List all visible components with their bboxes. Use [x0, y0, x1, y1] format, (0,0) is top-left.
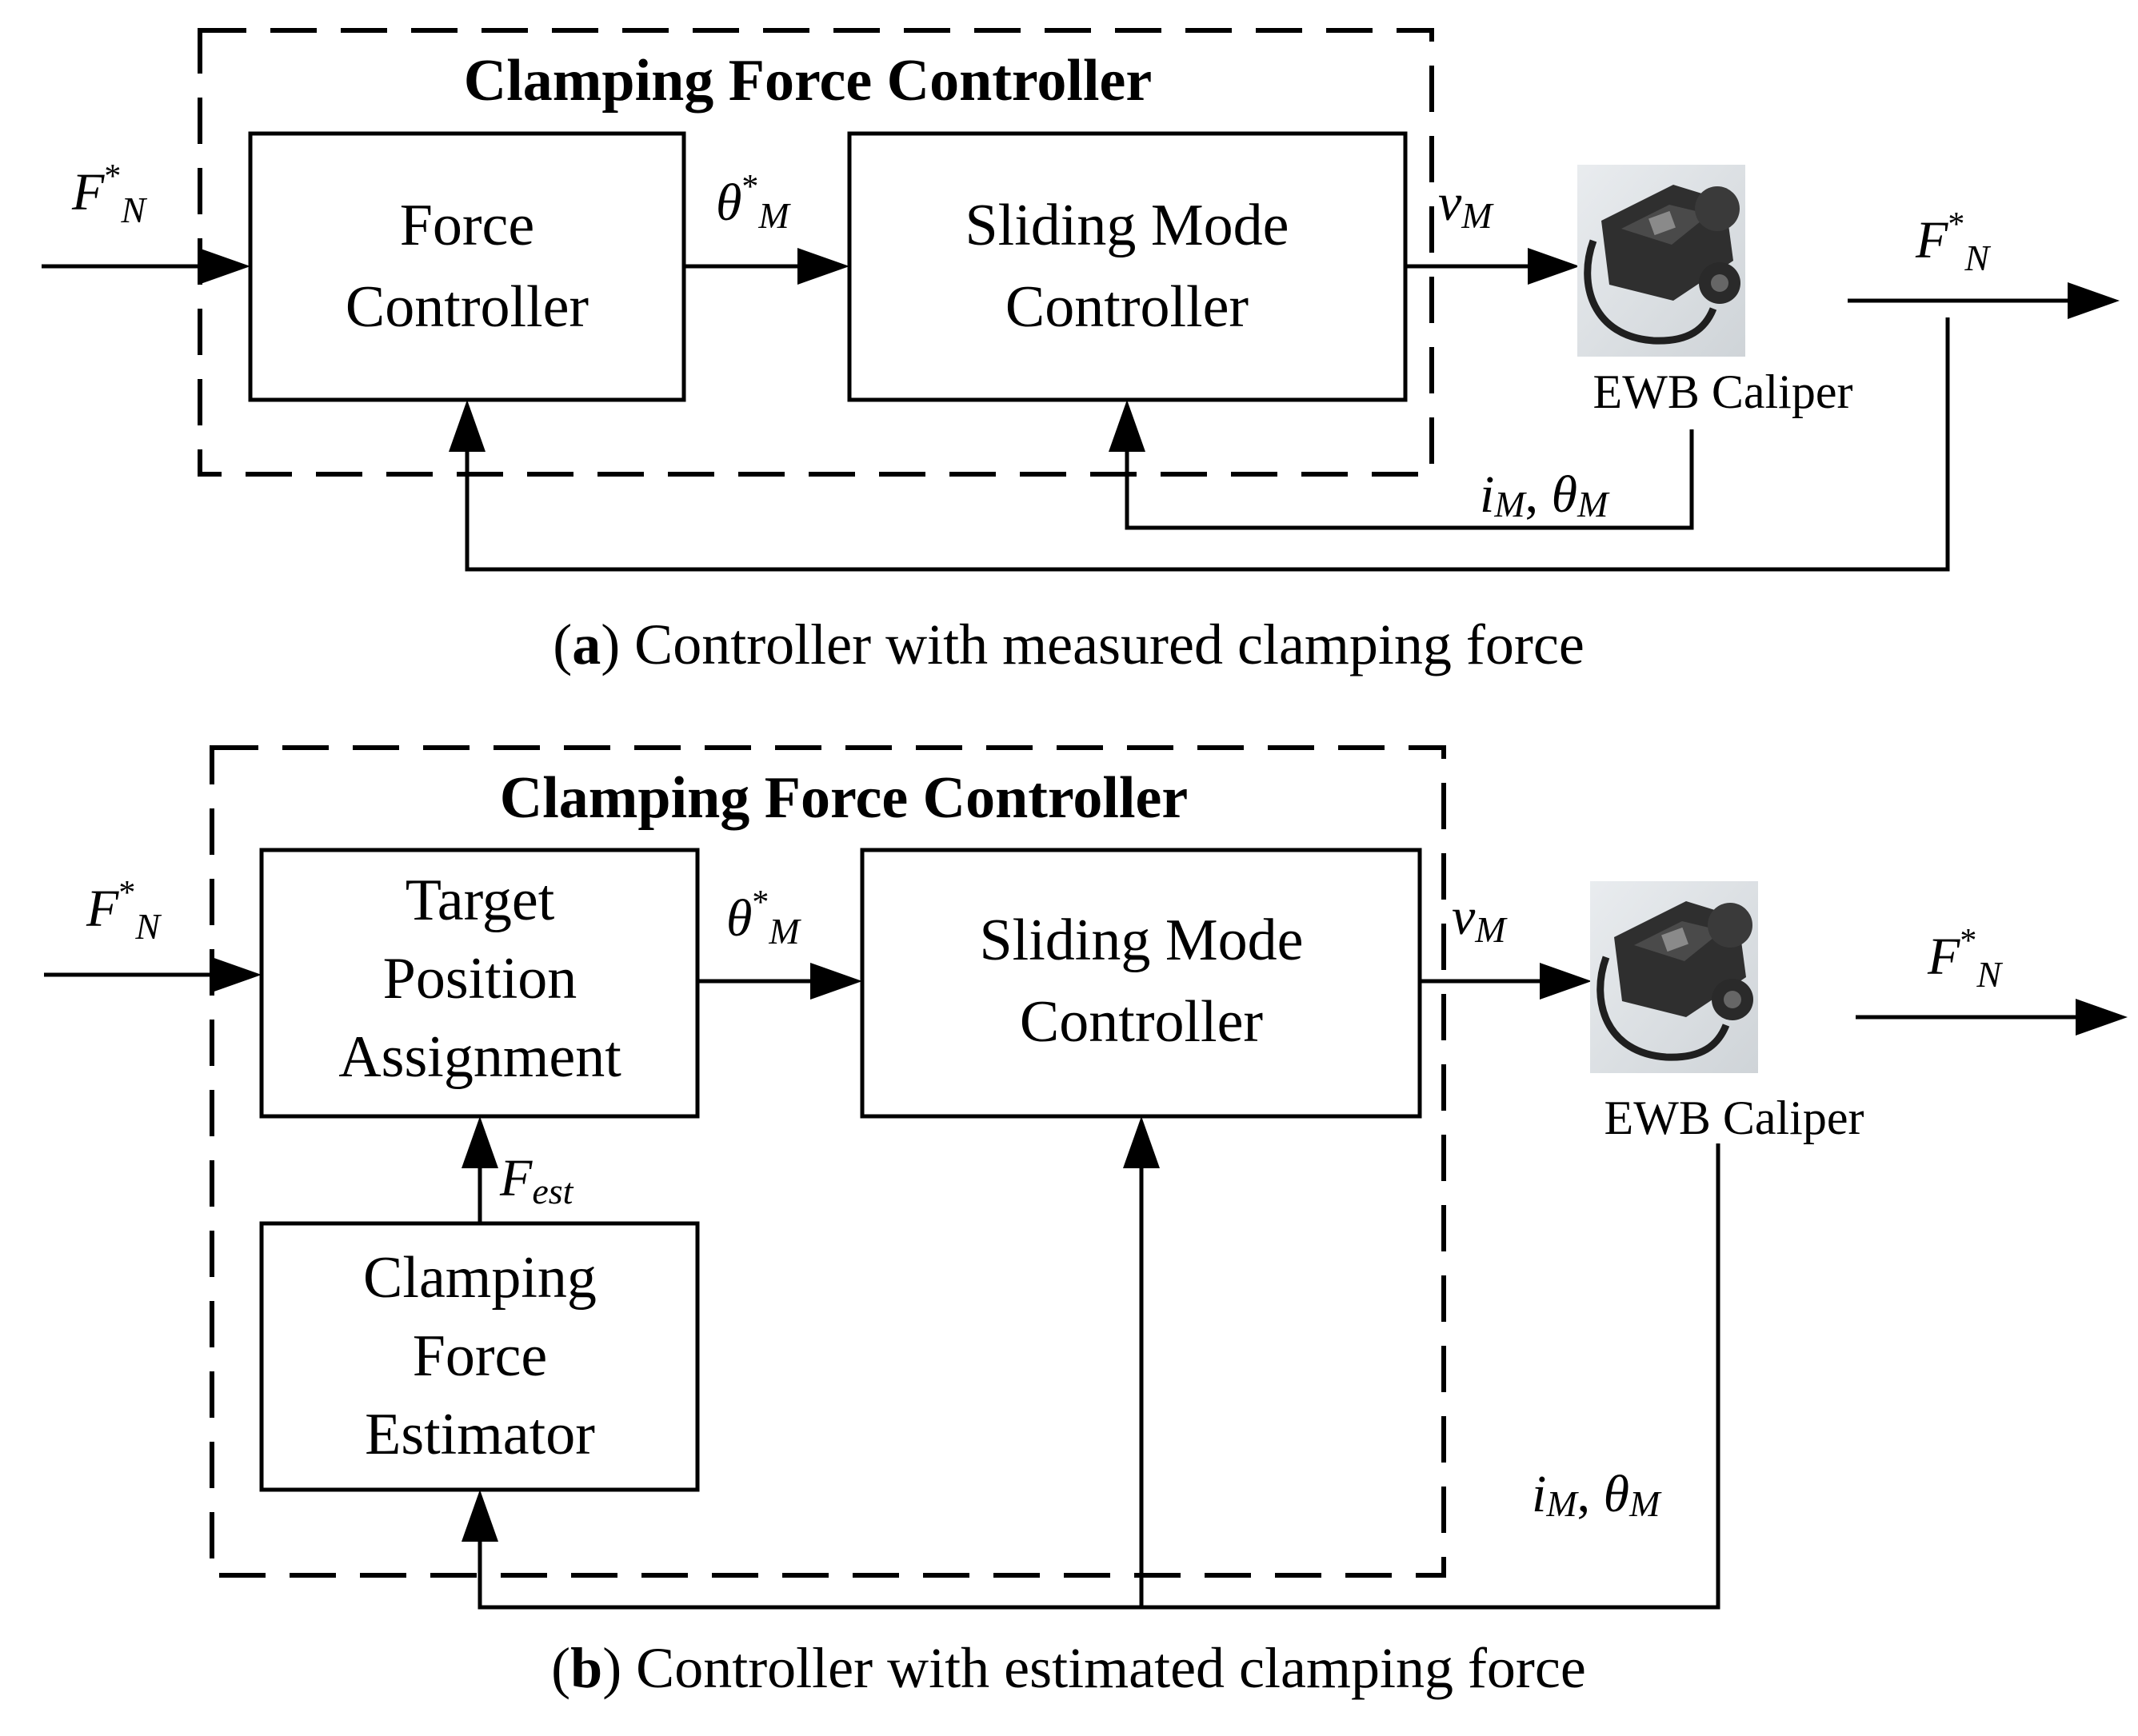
- motor-feedback-line-a: [1125, 429, 1694, 530]
- motor-feedback-arrowhead-a: [1109, 400, 1145, 452]
- input-arrowhead-b: [210, 956, 262, 993]
- sliding-mode-controller-label-a: Sliding Mode: [965, 193, 1289, 258]
- panel-a: Clamping Force Controller Force Controll…: [42, 28, 2120, 676]
- caption-b: (b) Controller with estimated clamping f…: [551, 1636, 1586, 1700]
- svg-text:Estimator: Estimator: [365, 1402, 595, 1467]
- group-title-b: Clamping Force Controller: [500, 765, 1188, 831]
- output-arrowhead-b: [2076, 999, 2128, 1036]
- ewb-caliper-image-b: [1590, 881, 1758, 1073]
- clamping-force-estimator-block: [259, 1221, 700, 1492]
- sliding-mode-controller-label-b: Sliding Mode: [980, 908, 1304, 973]
- group-title-a: Clamping Force Controller: [464, 48, 1152, 114]
- output-label-b: F*N: [1927, 923, 2003, 995]
- voltage-arrowhead-a: [1528, 248, 1580, 285]
- sliding-mode-controller-block-b: [860, 848, 1422, 1119]
- theta-ref-label-b: θ*M: [726, 884, 801, 952]
- svg-text:Controller: Controller: [1005, 274, 1249, 340]
- voltage-label-a: vM: [1438, 174, 1494, 236]
- svg-text:Assignment: Assignment: [338, 1024, 621, 1090]
- voltage-label-b: vM: [1452, 888, 1508, 950]
- motor-feedback-label-b: iM, θM: [1532, 1465, 1662, 1524]
- theta-ref-label-a: θ*M: [716, 169, 791, 236]
- target-position-label: Target: [406, 868, 555, 933]
- theta-ref-arrowhead-a: [797, 248, 849, 285]
- input-arrowhead-a: [198, 248, 250, 285]
- sliding-mode-controller-block-a: [847, 131, 1408, 402]
- ewb-caliper-image-a: [1577, 165, 1745, 357]
- svg-text:Force: Force: [413, 1323, 548, 1389]
- ewb-caliper-label-b: EWB Caliper: [1604, 1091, 1864, 1144]
- caption-a: (a) Controller with measured clamping fo…: [553, 613, 1585, 676]
- svg-text:Position: Position: [383, 946, 577, 1012]
- controller-group-b: [210, 745, 1446, 1578]
- force-controller-block: [248, 131, 686, 402]
- estimator-feedback-arrowhead: [462, 1490, 498, 1542]
- force-feedback-line-a: [465, 317, 1950, 572]
- motor-feedback-line-b: [478, 1143, 1720, 1610]
- panel-b: Clamping Force Controller Target Positio…: [44, 745, 2128, 1700]
- output-label-a: F*N: [1915, 206, 1991, 278]
- clamping-force-estimator-label: Clamping: [363, 1245, 597, 1311]
- svg-text:Controller: Controller: [346, 274, 589, 340]
- smc-feedback-arrowhead-b: [1123, 1116, 1160, 1168]
- force-controller-label: Force: [400, 193, 535, 258]
- svg-text:Controller: Controller: [1020, 989, 1263, 1055]
- estimate-label: Fest: [499, 1149, 574, 1211]
- input-signal-label-a: F*N: [71, 158, 147, 230]
- target-position-block: [259, 848, 700, 1119]
- estimate-arrowhead: [462, 1116, 498, 1168]
- input-signal-label-b: F*N: [86, 875, 162, 947]
- output-arrowhead-a: [2068, 282, 2120, 319]
- motor-feedback-label-a: iM, θM: [1480, 465, 1610, 525]
- ewb-caliper-label-a: EWB Caliper: [1593, 365, 1853, 418]
- voltage-arrowhead-b: [1540, 963, 1592, 1000]
- theta-ref-arrowhead-b: [810, 963, 862, 1000]
- force-feedback-arrowhead-a: [449, 400, 486, 452]
